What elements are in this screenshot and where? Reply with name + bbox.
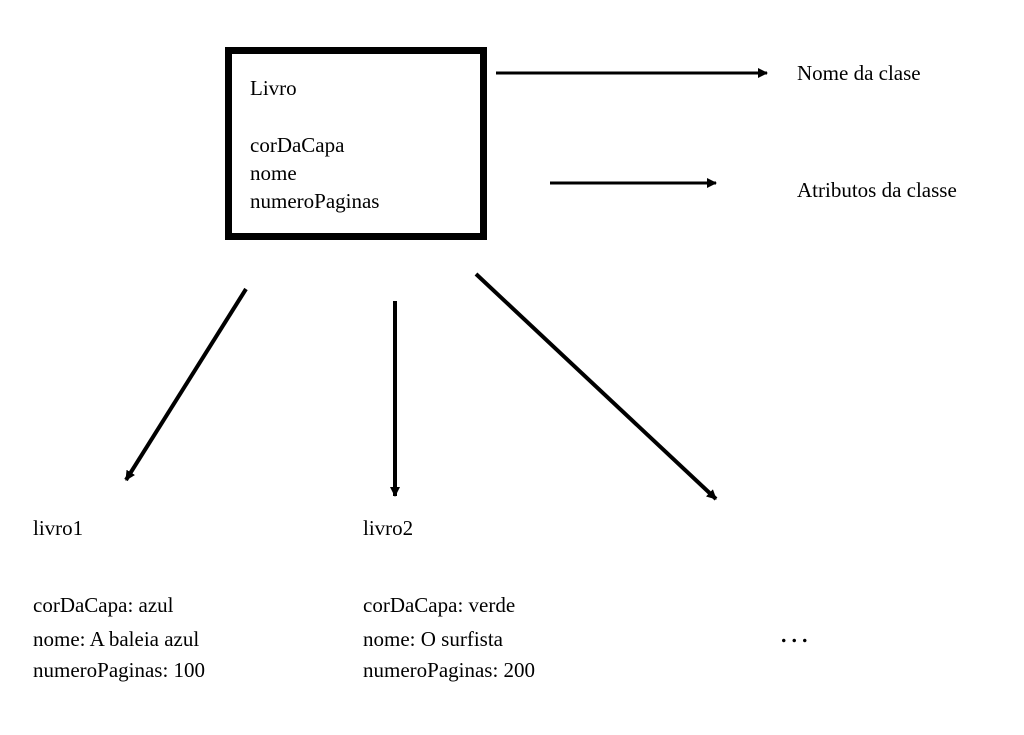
more-objects-ellipsis: ... bbox=[780, 616, 812, 649]
class-box: Livro corDaCapa nome numeroPaginas bbox=[225, 47, 487, 240]
class-name-callout: Nome da clase bbox=[797, 61, 921, 85]
object-field: numeroPaginas: 100 bbox=[33, 658, 206, 682]
object-name-livro1: livro1 bbox=[33, 516, 84, 540]
class-attribute: numeroPaginas bbox=[250, 189, 380, 213]
arrow-to-livro1 bbox=[124, 287, 248, 482]
object-field: corDaCapa: azul bbox=[33, 593, 174, 617]
object-field: nome: A baleia azul bbox=[33, 627, 200, 651]
object-name-livro2: livro2 bbox=[363, 516, 414, 540]
class-name: Livro bbox=[250, 76, 297, 100]
object-field: nome: O surfista bbox=[363, 627, 503, 651]
object-field: numeroPaginas: 200 bbox=[363, 658, 536, 682]
attributes-callout: Atributos da classe bbox=[797, 178, 957, 202]
class-attribute: corDaCapa bbox=[250, 133, 345, 157]
class-attribute: nome bbox=[250, 161, 297, 185]
arrow-to-more-objects bbox=[474, 272, 718, 501]
object-field: corDaCapa: verde bbox=[363, 593, 516, 617]
